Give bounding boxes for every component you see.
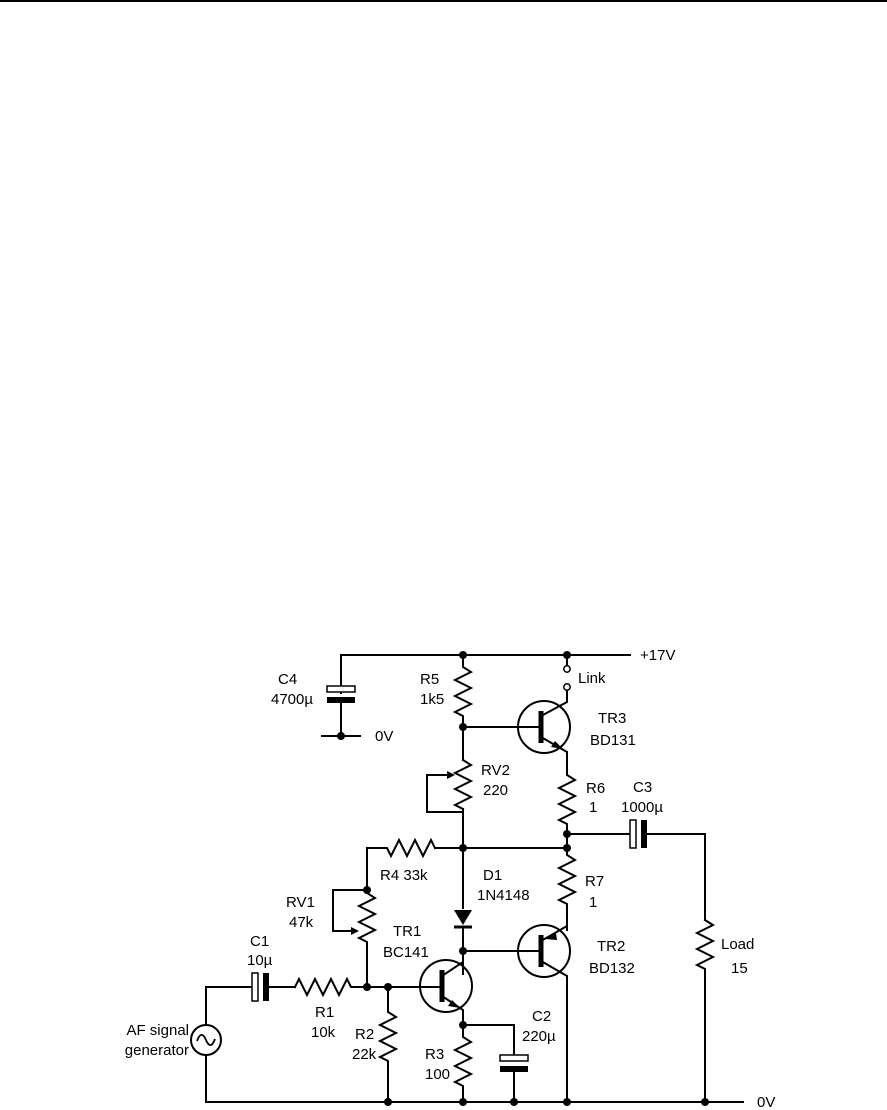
- resistor-r3: [452, 1024, 474, 1103]
- c2-ref: C2: [532, 1008, 551, 1025]
- c1-value: 10µ: [247, 952, 273, 969]
- load-ref: Load: [721, 936, 754, 953]
- r6-ref: R6: [586, 780, 605, 797]
- c1-ref: C1: [250, 933, 269, 950]
- rv1-ref: RV1: [286, 894, 315, 911]
- r3-ref: R3: [425, 1046, 444, 1063]
- r7-value: 1: [589, 894, 597, 911]
- resistor-r2: [377, 986, 399, 1103]
- c3-value: 1000µ: [621, 799, 663, 816]
- link-label: Link: [578, 670, 606, 687]
- junctions: [337, 651, 709, 1106]
- c4-ground-label: 0V: [375, 728, 393, 745]
- resistor-r6: [556, 764, 578, 835]
- top-rule: [0, 0, 887, 2]
- r1-ref: R1: [315, 1004, 334, 1021]
- tr1-ref: TR1: [393, 923, 421, 940]
- r2-value: 22k: [352, 1046, 377, 1063]
- potentiometer-rv1: [332, 887, 378, 988]
- tr3-value: BD131: [590, 732, 636, 749]
- transistor-tr2: [517, 924, 571, 1103]
- diode-d1: [454, 910, 472, 975]
- tr3-ref: TR3: [598, 710, 626, 727]
- r2-ref: R2: [355, 1026, 374, 1043]
- capacitor-c3: [629, 819, 706, 921]
- r3-value: 100: [425, 1066, 450, 1083]
- link-jumper: [563, 654, 571, 691]
- rv2-ref: RV2: [481, 762, 510, 779]
- d1-ref: D1: [483, 867, 502, 884]
- generator-label-line2: generator: [125, 1042, 189, 1059]
- potentiometer-rv2: [426, 758, 474, 813]
- r6-value: 1: [589, 799, 597, 816]
- capacitor-c2: [462, 1024, 529, 1103]
- r5-value: 1k5: [420, 691, 444, 708]
- tr1-value: BC141: [383, 944, 429, 961]
- resistor-r4: [366, 837, 568, 889]
- c4-value: 4700µ: [271, 691, 313, 708]
- positive-rail: [340, 654, 631, 694]
- resistor-r7: [556, 833, 578, 931]
- rv2-value: 220: [483, 782, 508, 799]
- capacitor-c1: [251, 972, 296, 1002]
- c3-ref: C3: [633, 779, 652, 796]
- c2-value: 220µ: [522, 1028, 556, 1045]
- resistor-load: [694, 918, 716, 1103]
- load-value: 15: [731, 960, 748, 977]
- r4-label: R4 33k: [380, 867, 428, 884]
- resistor-r5: [452, 654, 474, 761]
- c4-ref: C4: [278, 671, 297, 688]
- rv1-value: 47k: [289, 914, 314, 931]
- r1-value: 10k: [311, 1024, 336, 1041]
- resistor-r1: [293, 976, 368, 998]
- transistor-tr3: [462, 689, 571, 766]
- r5-ref: R5: [420, 671, 439, 688]
- r7-ref: R7: [585, 873, 604, 890]
- rail-positive-label: +17V: [640, 647, 675, 664]
- generator-label-line1: AF signal: [126, 1022, 189, 1039]
- tr2-ref: TR2: [597, 938, 625, 955]
- signal-generator: [190, 986, 253, 1103]
- rail-ground-label: 0V: [757, 1094, 775, 1110]
- d1-value: 1N4148: [477, 887, 530, 904]
- tr2-value: BD132: [589, 960, 635, 977]
